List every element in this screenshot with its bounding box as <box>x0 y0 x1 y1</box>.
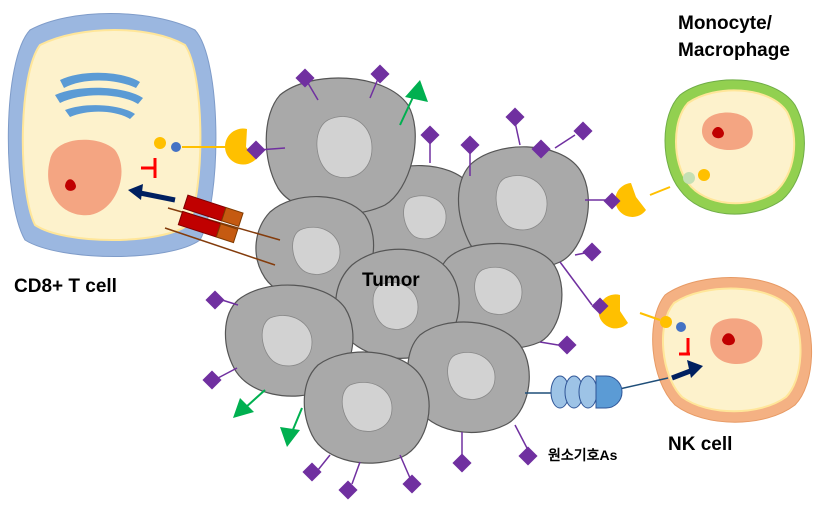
released-molecule-arrows <box>233 80 428 447</box>
nk-cell-inhibit-symbol <box>679 338 690 356</box>
t-cell-signal-dot <box>171 142 181 152</box>
nk-cell-label: NK cell <box>668 434 732 455</box>
t-cell-activation-arrow <box>128 184 176 203</box>
tumor-cell <box>303 351 430 464</box>
t-cell-ligand-dot <box>154 137 166 149</box>
tumor-antigens <box>202 64 612 500</box>
nk-cell <box>598 277 813 423</box>
nk-bound-antigen <box>591 297 609 315</box>
antibody-complex <box>164 194 281 266</box>
t-cell-label: CD8+ T cell <box>14 276 117 297</box>
compound-label: 원소기호As <box>548 447 618 463</box>
t-cell-receptor <box>225 128 256 165</box>
t-cell-inhibit-symbol <box>141 158 157 178</box>
macrophage-label-line2: Macrophage <box>678 40 790 61</box>
as-compound-molecule <box>525 375 669 409</box>
t-cell-nucleus <box>48 139 122 216</box>
macrophage-nucleus <box>701 112 753 150</box>
nk-cell-activation-arrow <box>671 360 703 381</box>
macrophage-receptor <box>615 183 646 217</box>
golgi-organelle <box>55 72 143 119</box>
nk-cell-nucleus <box>710 318 763 365</box>
nk-cell-receptor <box>598 294 628 329</box>
tumor-label: Tumor <box>362 270 420 291</box>
t-cell <box>7 13 256 257</box>
macrophage-bound-antigen <box>603 192 621 210</box>
macrophage-label-line1: Monocyte/ <box>678 13 773 34</box>
tumor-cluster <box>224 77 589 464</box>
macrophage <box>615 79 805 217</box>
tumor-cell <box>265 77 416 215</box>
